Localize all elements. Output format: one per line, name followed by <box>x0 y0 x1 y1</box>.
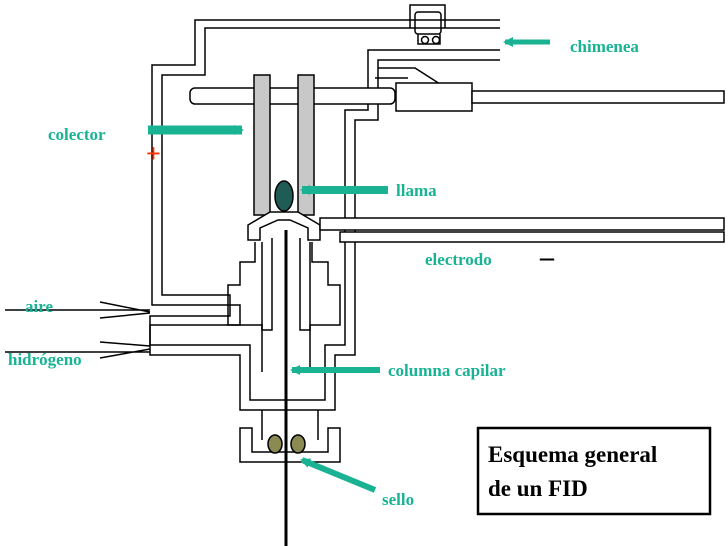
label-arrows <box>148 37 550 493</box>
chimney-vent-cap <box>414 11 442 35</box>
label-colector: colector <box>48 125 106 144</box>
collector-connector-cone <box>378 67 441 85</box>
chimney-duct-top <box>409 4 446 28</box>
jet-tip-outer <box>247 211 321 241</box>
housing-inner-wall <box>149 27 500 401</box>
housing-outer-wall <box>149 19 500 411</box>
seal-housing-inner <box>261 410 319 440</box>
hydrogen-inlet-line <box>5 341 151 359</box>
title-line-1: Esquema general <box>488 442 657 467</box>
label-columna-capilar: columna capilar <box>388 361 506 380</box>
flame-shape <box>274 180 294 212</box>
label-hidrogeno: hidrógeno <box>8 350 82 369</box>
detector-body <box>5 4 725 546</box>
label-sello: sello <box>382 490 414 509</box>
seal-housing-outer <box>239 427 341 463</box>
collector-rod <box>189 87 396 105</box>
negative-sign: – <box>539 242 555 273</box>
collector-wall-left <box>253 74 271 216</box>
label-aire: aire <box>25 297 53 316</box>
seal-ferrule-left <box>267 434 283 454</box>
chimney-vent-hole-right <box>431 35 441 45</box>
title-box <box>476 426 712 516</box>
label-llama: llama <box>396 181 437 200</box>
title-line-2: de un FID <box>488 476 588 501</box>
arrow-sello <box>300 457 377 493</box>
collector-wall-right <box>297 74 315 216</box>
electrode-rod-lower <box>339 231 725 243</box>
chimney-vent-hole-left <box>420 35 430 45</box>
positive-sign: + <box>146 139 161 168</box>
seal-ferrule-right <box>290 434 306 454</box>
jet-base-fitting <box>227 242 341 372</box>
label-electrodo: electrodo <box>425 250 492 269</box>
electrode-rod <box>319 217 725 231</box>
label-chimenea: chimenea <box>570 37 639 56</box>
collector-lead <box>471 90 725 104</box>
air-inlet-line <box>5 301 151 319</box>
collector-plug <box>395 82 473 112</box>
jet-inner <box>261 238 311 331</box>
